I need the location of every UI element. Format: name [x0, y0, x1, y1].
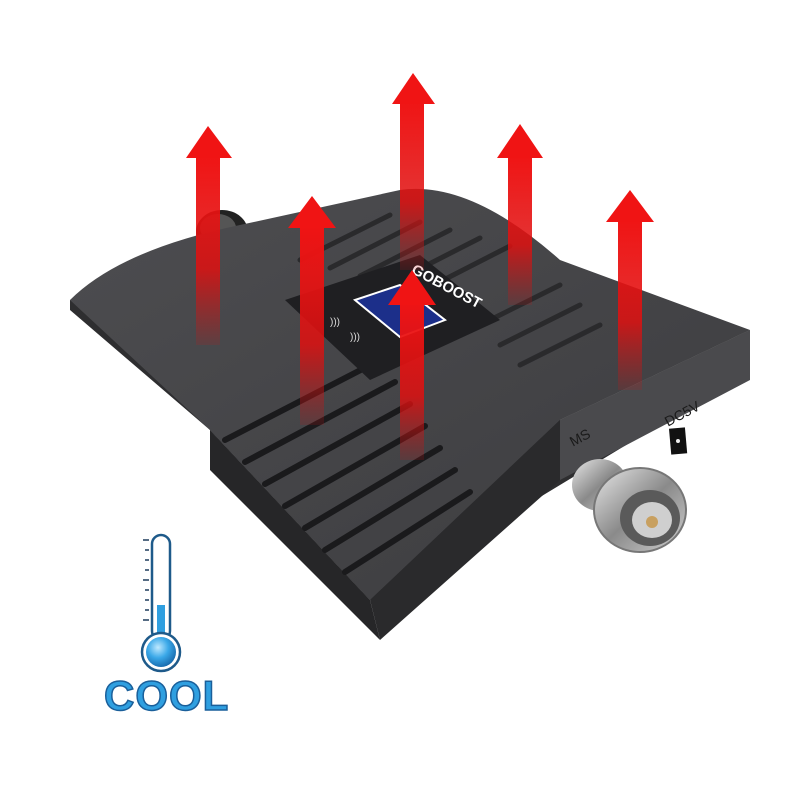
thermometer-icon — [140, 533, 182, 673]
svg-text:))): ))) — [350, 332, 360, 343]
svg-text:))): ))) — [330, 317, 340, 328]
cool-label: COOL — [103, 671, 230, 720]
heat-arrow-up-icon — [388, 270, 436, 460]
heat-arrows — [186, 73, 654, 460]
heat-arrow-up-icon — [606, 190, 654, 390]
heat-arrow-up-icon — [392, 73, 435, 270]
heat-arrow-up-icon — [186, 126, 232, 345]
heat-arrow-up-icon — [288, 196, 336, 425]
signal-indicator-icons: ))) ))) — [330, 317, 360, 343]
ms-connector — [572, 459, 687, 553]
heat-arrow-up-icon — [497, 124, 543, 305]
